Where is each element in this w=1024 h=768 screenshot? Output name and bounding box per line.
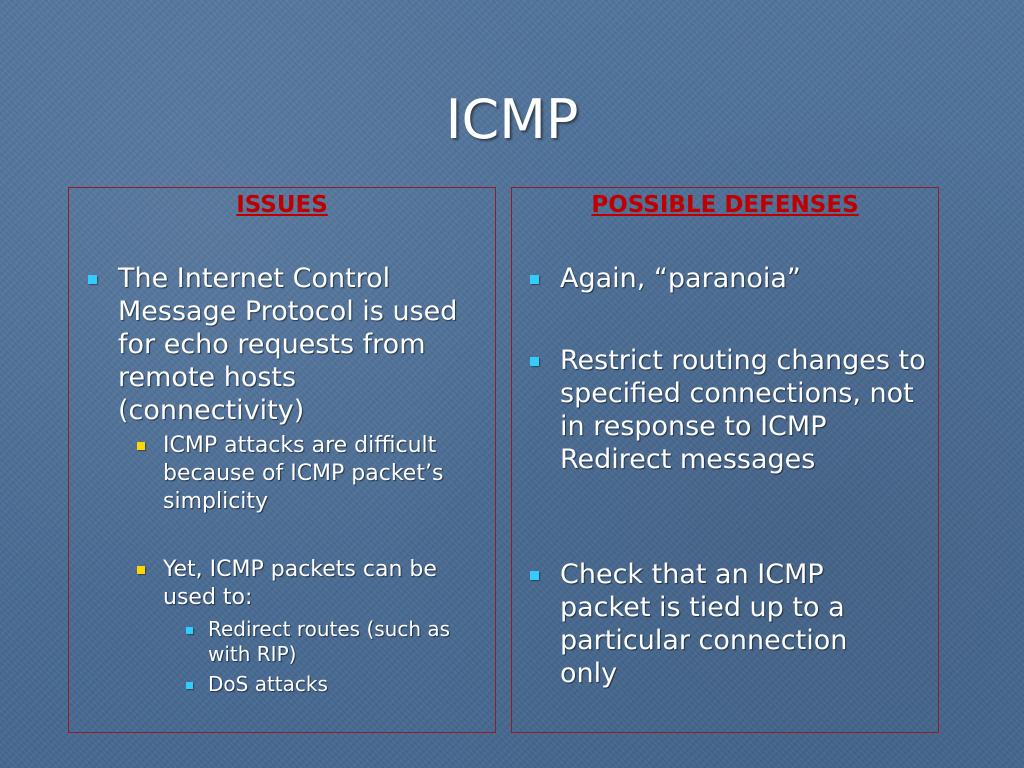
square-bullet-icon — [186, 682, 193, 689]
issues-sub-sub-bullet-text: DoS attacks — [208, 672, 328, 696]
defenses-bullet-text: Restrict routing changes to specified co… — [560, 345, 926, 475]
defenses-bullet: Check that an ICMP packet is tied up to … — [530, 558, 900, 690]
issues-sub-bullet-text: ICMP attacks are difficult because of IC… — [163, 433, 444, 514]
issues-bullet-text: The Internet Control Message Protocol is… — [118, 263, 458, 426]
square-bullet-icon — [186, 627, 193, 634]
issues-sub-sub-bullet: Redirect routes (such as with RIP) — [186, 617, 490, 667]
issues-sub-bullet: ICMP attacks are difficult because of IC… — [137, 432, 488, 516]
square-bullet-icon — [88, 275, 97, 284]
issues-heading: ISSUES — [236, 192, 328, 218]
square-bullet-icon — [530, 571, 539, 580]
issues-sub-bullet-text: Yet, ICMP packets can be used to: — [163, 557, 437, 610]
square-bullet-icon — [137, 566, 145, 574]
issues-sub-sub-bullet-text: Redirect routes (such as with RIP) — [208, 617, 451, 666]
issues-sub-sub-bullet: DoS attacks — [186, 672, 490, 697]
square-bullet-icon — [137, 442, 145, 450]
defenses-bullet: Restrict routing changes to specified co… — [530, 344, 932, 476]
issues-sub-bullet: Yet, ICMP packets can be used to: — [137, 556, 488, 612]
square-bullet-icon — [530, 275, 539, 284]
defenses-panel: POSSIBLE DEFENSES Again, “paranoia” Rest… — [511, 187, 939, 733]
slide-title: ICMP — [445, 88, 579, 151]
defenses-heading: POSSIBLE DEFENSES — [591, 192, 859, 218]
issues-panel: ISSUES The Internet Control Message Prot… — [68, 187, 496, 733]
square-bullet-icon — [530, 357, 539, 366]
defenses-bullet: Again, “paranoia” — [530, 262, 932, 295]
issues-bullet: The Internet Control Message Protocol is… — [88, 262, 478, 427]
defenses-bullet-text: Again, “paranoia” — [560, 263, 801, 294]
defenses-bullet-text: Check that an ICMP packet is tied up to … — [560, 559, 848, 689]
